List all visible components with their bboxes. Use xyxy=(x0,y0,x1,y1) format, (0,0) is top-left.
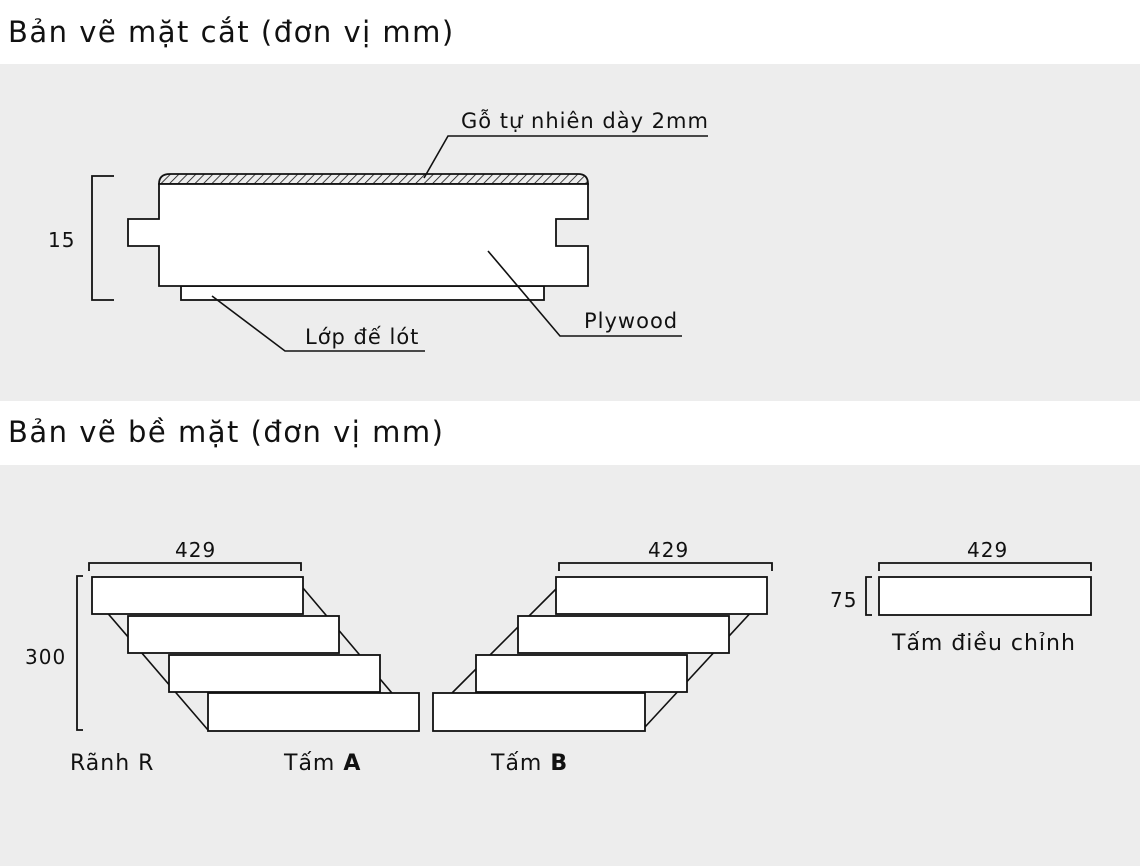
caption-panel-a-letter: A xyxy=(343,751,361,776)
veneer-leader xyxy=(423,135,708,179)
surface-drawing: 429 300 429 429 75 Rãnh R Tấm A Tấm B Tấ… xyxy=(25,538,1092,776)
caption-panel-b-prefix: Tấm xyxy=(490,751,550,776)
board-b-2 xyxy=(517,615,730,654)
caption-panel-a: Tấm A xyxy=(283,751,361,776)
board-a-2 xyxy=(127,615,340,654)
board-a-3 xyxy=(168,654,381,693)
backing-layer xyxy=(180,285,545,301)
length-bracket xyxy=(76,575,83,731)
width-bracket-b xyxy=(558,562,773,571)
board-b-1 xyxy=(555,576,768,615)
cross-section-panel: 15 Gỗ tự nhiên dày 2mm Plywood Lớp đế ló… xyxy=(0,64,1140,401)
board-b-3 xyxy=(475,654,688,693)
backing-label: Lớp đế lót xyxy=(305,325,419,349)
board-a-1 xyxy=(91,576,304,615)
length-label: 300 xyxy=(25,645,66,669)
surface-title: Bản vẽ bề mặt (đơn vị mm) xyxy=(8,415,445,449)
cross-section-drawing: 15 Gỗ tự nhiên dày 2mm Plywood Lớp đế ló… xyxy=(48,108,709,352)
caption-panel-b: Tấm B xyxy=(490,751,568,776)
backing-leader xyxy=(211,295,425,352)
width-label-adjust: 429 xyxy=(967,538,1008,562)
diagonal-line-a-left xyxy=(91,594,209,731)
plywood-body xyxy=(127,183,589,287)
caption-panel-b-letter: B xyxy=(550,751,568,776)
diagonal-line-b-right xyxy=(644,594,768,728)
thickness-bracket xyxy=(91,175,114,301)
surface-panel: 429 300 429 429 75 Rãnh R Tấm A Tấm B Tấ… xyxy=(0,465,1140,866)
height-bracket-adjust xyxy=(865,576,872,616)
caption-panel-a-prefix: Tấm xyxy=(283,751,343,776)
board-b-4 xyxy=(432,692,646,732)
diagonal-line-b-left xyxy=(451,588,557,694)
width-bracket-a xyxy=(88,562,302,571)
board-adjust xyxy=(878,576,1092,616)
veneer-label: Gỗ tự nhiên dày 2mm xyxy=(461,108,709,133)
caption-groove: Rãnh R xyxy=(70,751,154,776)
width-bracket-adjust xyxy=(878,562,1092,571)
plywood-label: Plywood xyxy=(584,309,678,333)
thickness-label: 15 xyxy=(48,228,75,252)
board-a-4 xyxy=(207,692,420,732)
caption-adjust: Tấm điều chỉnh xyxy=(891,631,1076,656)
width-label-a: 429 xyxy=(175,538,216,562)
height-label-adjust: 75 xyxy=(830,588,857,612)
plywood-leader xyxy=(487,250,682,337)
veneer-layer xyxy=(158,173,589,185)
width-label-b: 429 xyxy=(648,538,689,562)
cross-section-title: Bản vẽ mặt cắt (đơn vị mm) xyxy=(8,15,455,49)
